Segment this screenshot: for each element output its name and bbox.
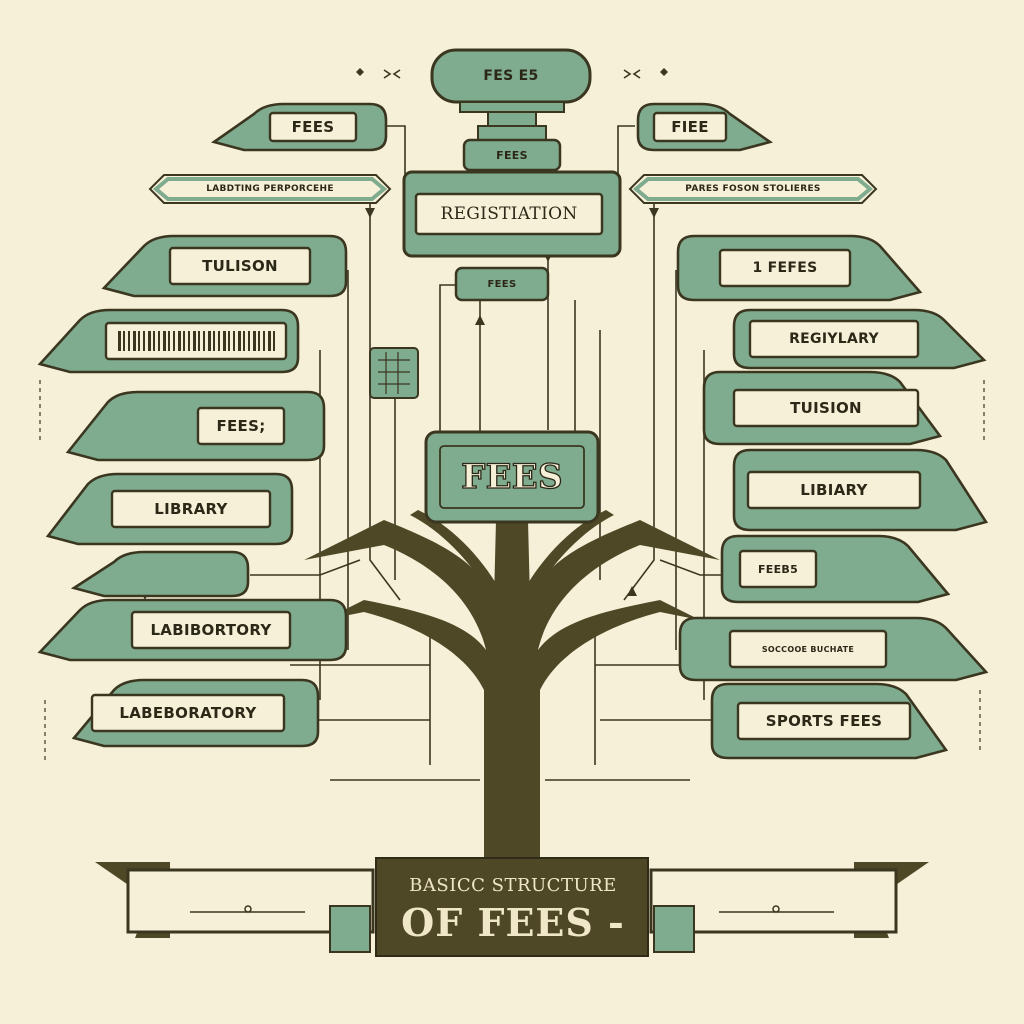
branch-node-left-0: [210, 102, 388, 152]
branch-label-left-8: LABEBORATORY: [119, 704, 257, 722]
branch-label-right-2: 1 FEFES: [752, 260, 818, 276]
branch-node-right-8: [710, 682, 949, 760]
branch-node-left-8: [71, 678, 320, 748]
branch-label-right-0: FIEE: [671, 118, 709, 136]
registration-node: [402, 111, 622, 258]
center-node-label: FEES: [460, 456, 563, 497]
small-center-node: [454, 266, 550, 302]
branch-node-left-5: [45, 472, 294, 546]
branch-label-right-5: LIBIARY: [800, 481, 868, 499]
title-banner: [95, 857, 929, 957]
branch-node-right-6: [720, 534, 951, 604]
branch-label-left-4: FEES;: [216, 417, 266, 435]
registration-title: REGISTIATION: [440, 204, 578, 224]
branch-node-right-5: [732, 448, 989, 532]
dashed-guides: [39, 380, 985, 760]
right-branch-cards: [628, 102, 989, 760]
branch-label-right-7: SOCCOOE BUCHATE: [761, 644, 855, 654]
patterned-node: [369, 347, 419, 399]
branch-node-left-6: [70, 550, 250, 598]
top-node: [430, 48, 592, 113]
branch-node-left-2: [101, 234, 348, 298]
decorative-marks: [356, 68, 668, 79]
branch-node-right-3: [732, 308, 987, 370]
branch-label-right-6: FEEB5: [757, 562, 799, 576]
branch-node-left-1: [148, 174, 392, 204]
branch-label-left-0: FEES: [291, 118, 335, 136]
branch-label-left-7: LABIBORTORY: [150, 621, 272, 639]
branch-node-right-2: [676, 234, 923, 302]
branch-label-right-1: PARES FOSON STOLIERES: [685, 184, 821, 194]
branch-node-right-7: [678, 616, 989, 682]
tree-trunk: [304, 510, 720, 880]
branch-node-right-0: [636, 102, 774, 152]
branch-label-right-4: TUISION: [790, 399, 862, 417]
branch-node-left-4: [65, 390, 326, 462]
branch-label-left-2: TULISON: [202, 257, 278, 275]
left-branch-cards: [37, 102, 392, 748]
branch-node-right-1: [628, 174, 878, 204]
branch-node-right-4: [702, 370, 943, 446]
center-node: [424, 430, 600, 524]
branch-label-right-3: REGIYLARY: [789, 331, 879, 347]
title-line-2: OF FEES -: [401, 899, 625, 945]
branch-node-left-7: [37, 598, 348, 662]
registration-node-label: FEES: [496, 148, 528, 162]
small-center-label: FEES: [487, 278, 517, 290]
branch-label-left-1: LABDTING PERPORCEHE: [206, 184, 334, 194]
barcode-icon: [118, 331, 275, 351]
title-line-1: BASICC STRUCTURE: [409, 874, 617, 896]
branch-label-left-5: LIBRARY: [154, 500, 228, 518]
top-node-label: FES E5: [483, 68, 539, 84]
branch-label-right-8: SPORTS FEES: [765, 712, 883, 730]
branch-node-left-3: [37, 308, 300, 374]
